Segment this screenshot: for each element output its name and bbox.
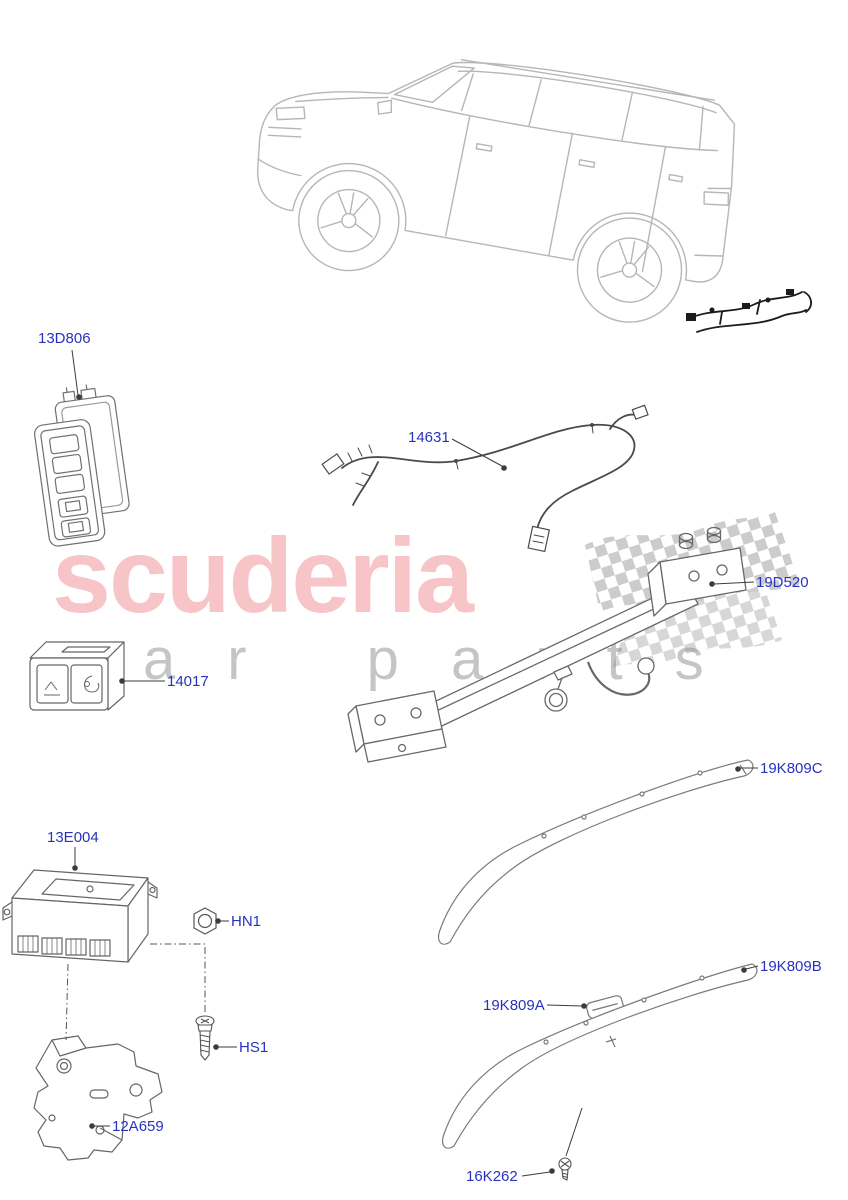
part-label-hn1[interactable]: HN1 [231, 913, 262, 930]
part-label-16k262[interactable]: 16K262 [466, 1168, 518, 1185]
trim-blade-19k809c [438, 759, 754, 945]
part-label-19d520[interactable]: 19D520 [756, 574, 809, 591]
vehicle-illustration [257, 59, 736, 323]
fastener-16k262 [558, 1157, 572, 1181]
part-label-13e004[interactable]: 13E004 [47, 829, 99, 846]
switch-14017 [29, 641, 125, 711]
part-label-hs1[interactable]: HS1 [239, 1039, 269, 1056]
part-label-14017[interactable]: 14017 [167, 673, 209, 690]
towing-electrics-highlight [686, 289, 812, 333]
part-label-14631[interactable]: 14631 [408, 429, 450, 446]
tow-bar-19d520 [347, 526, 747, 763]
screw-hs1 [195, 1015, 215, 1061]
switch-pack-13d806 [34, 384, 130, 547]
part-label-12a659[interactable]: 12A659 [112, 1118, 164, 1135]
control-module-13e004 [2, 869, 158, 963]
trim-blade-19k809b [442, 963, 758, 1149]
wiring-harness-14631 [321, 404, 649, 553]
watermark-brand: scuderia [52, 517, 474, 635]
bracket-12a659 [33, 1035, 163, 1161]
part-label-19k809c[interactable]: 19K809C [760, 760, 823, 777]
nut-hn1 [193, 907, 217, 935]
leader-lines [65, 349, 759, 1177]
part-label-19k809a[interactable]: 19K809A [483, 997, 545, 1014]
part-label-13d806[interactable]: 13D806 [38, 330, 91, 347]
part-label-19k809b[interactable]: 19K809B [760, 958, 822, 975]
